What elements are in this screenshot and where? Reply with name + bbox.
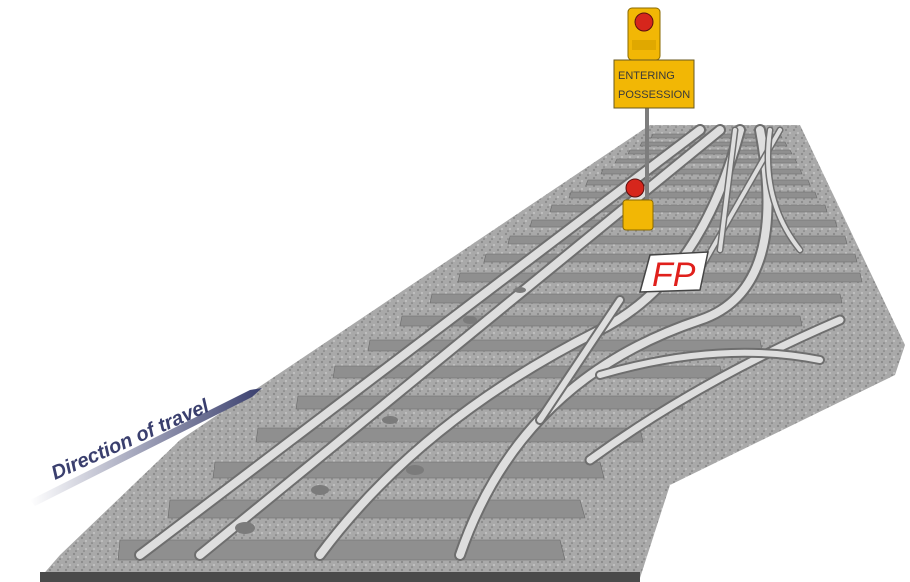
ballast-front-edge — [40, 572, 640, 582]
fp-label: FP — [652, 256, 696, 294]
possession-sign: ENTERING POSSESSION — [614, 60, 694, 108]
fp-marker-board: FP — [640, 252, 708, 294]
sign-line-2: POSSESSION — [618, 89, 690, 101]
top-lamp-icon — [628, 8, 660, 60]
sign-line-1: ENTERING — [618, 70, 675, 82]
